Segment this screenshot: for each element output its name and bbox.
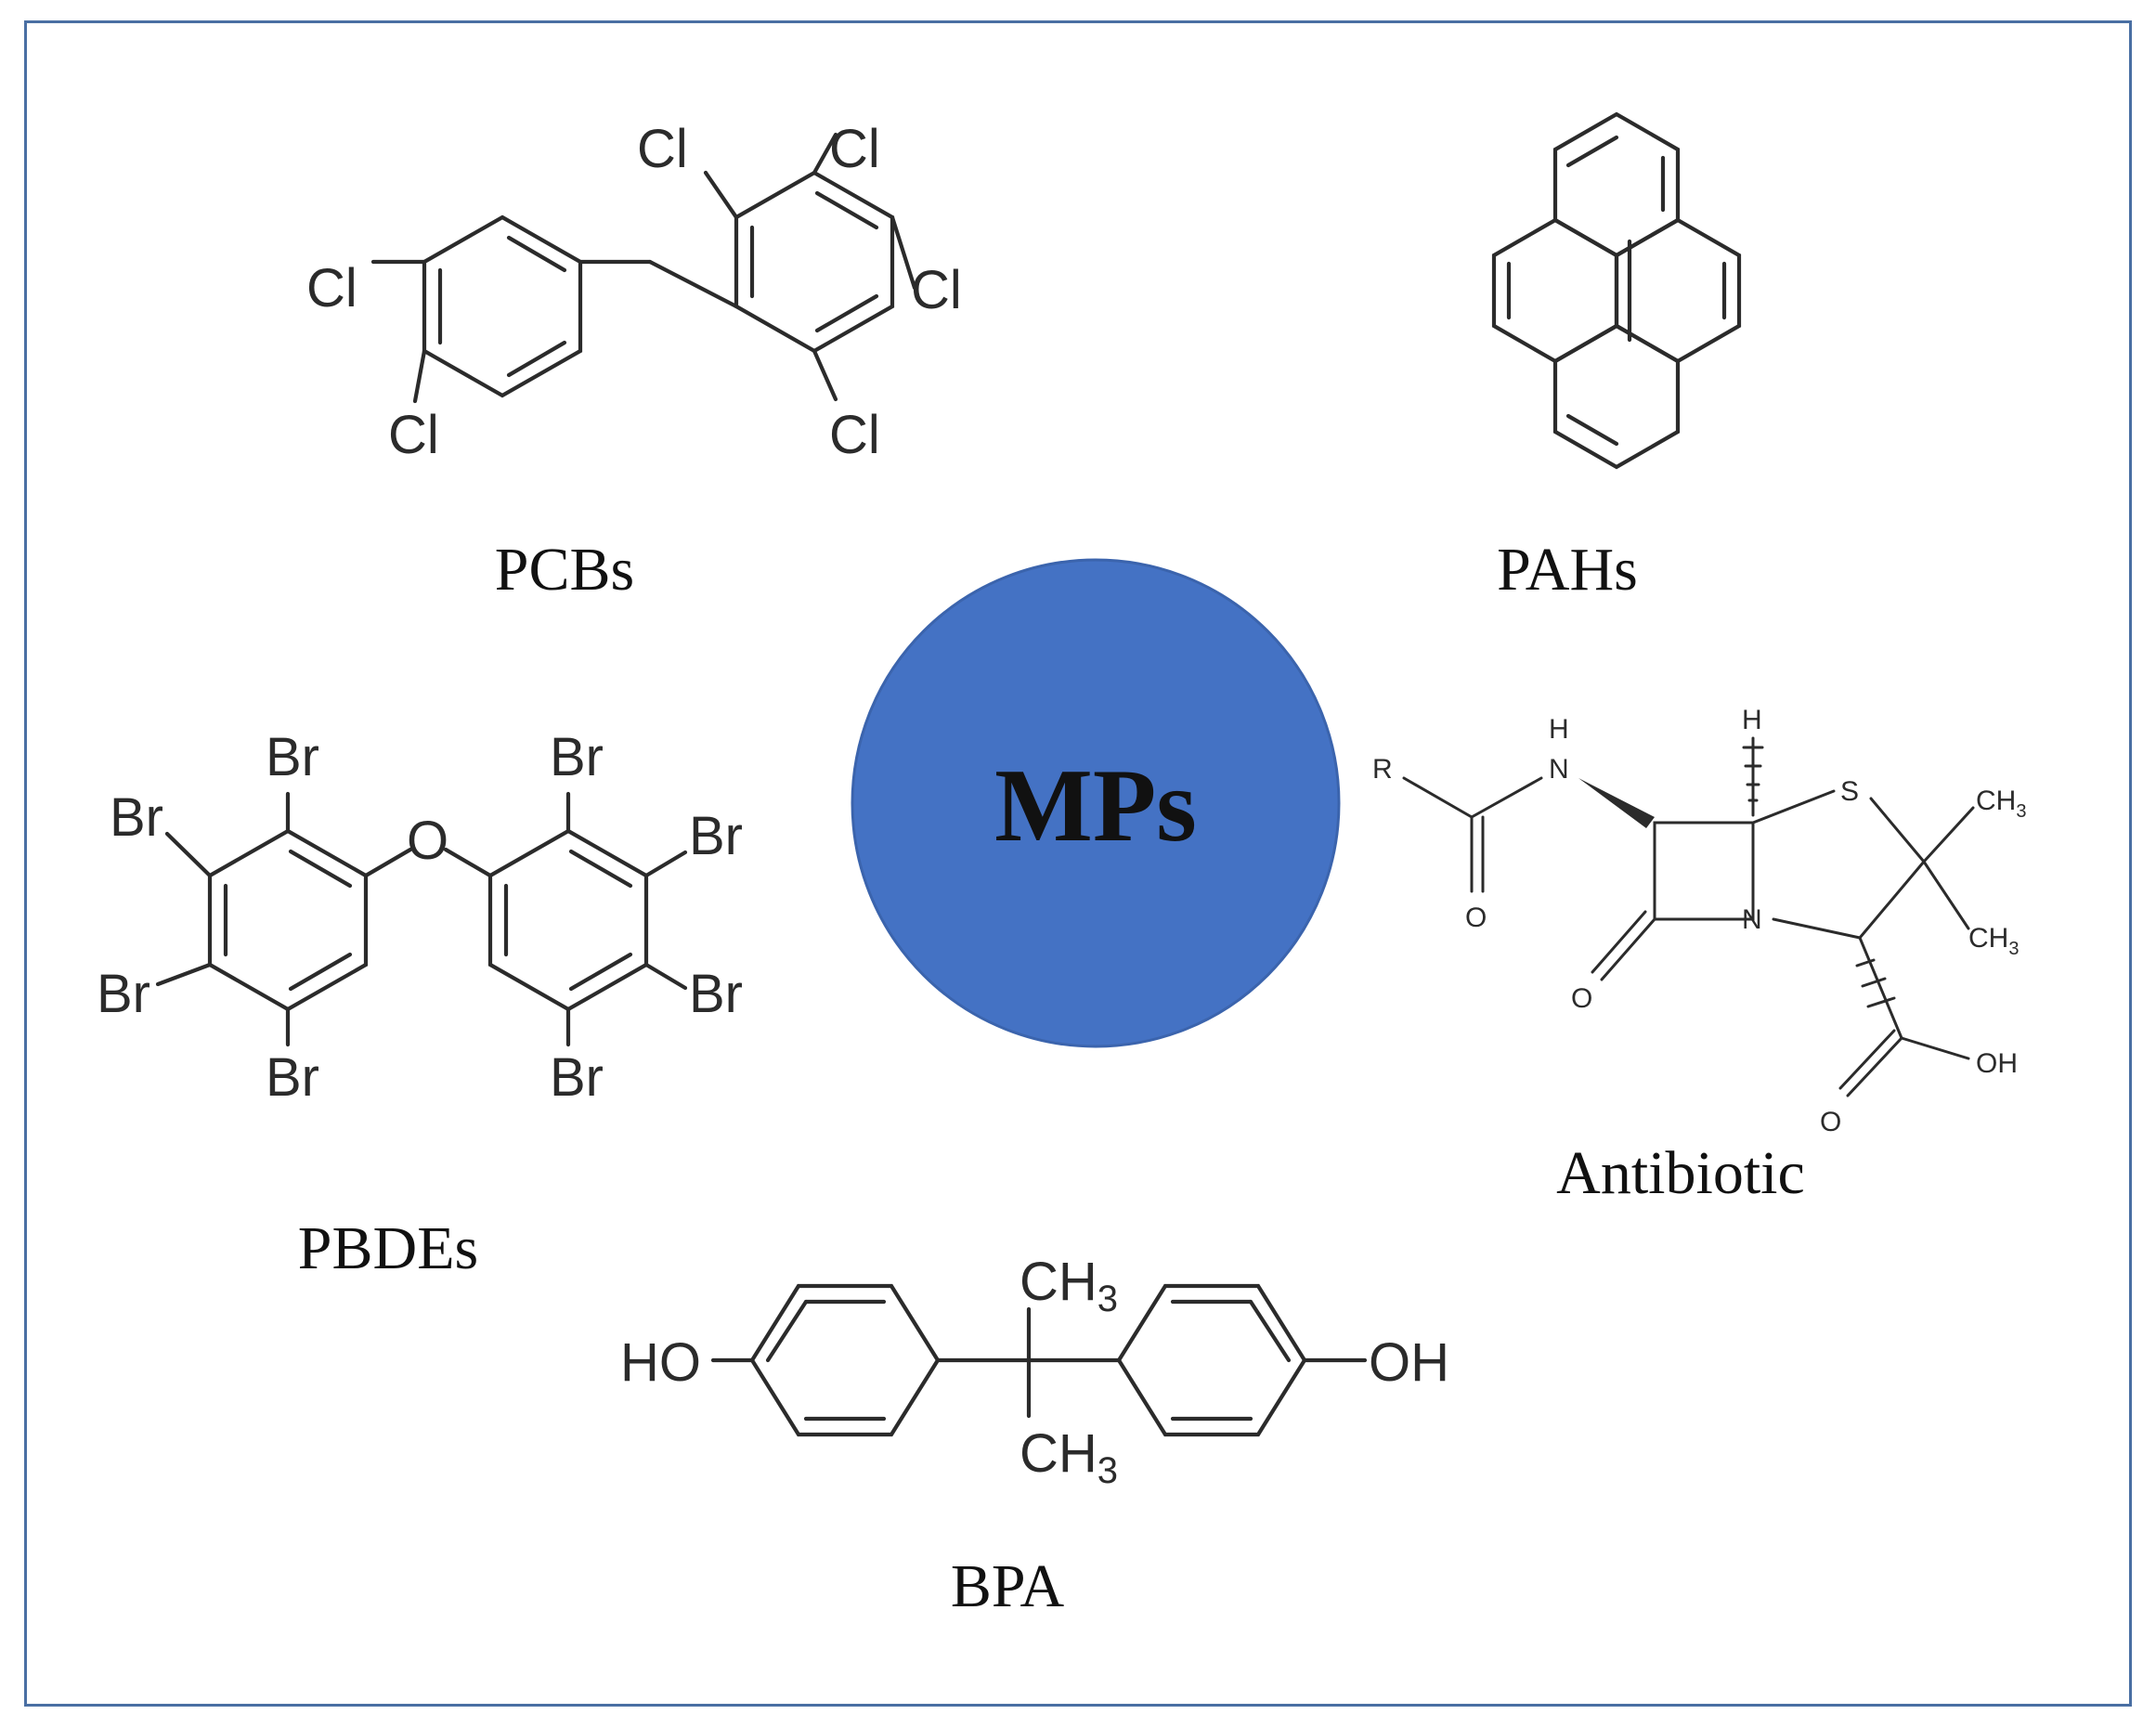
bpa-ch3-bottom: CH3 (1020, 1423, 1118, 1491)
antibiotic-ch3-a: CH3 (1976, 786, 2026, 822)
pcbs-cl-2: Cl (388, 405, 439, 465)
antibiotic-oh: OH (1976, 1048, 2018, 1079)
antibiotic-wedge (1578, 778, 1655, 828)
antibiotic-r: R (1372, 754, 1393, 785)
pbdes-br-2: Br (110, 787, 163, 848)
pcbs-cl-3: Cl (637, 119, 688, 179)
pbdes-br-7: Br (689, 964, 743, 1024)
antibiotic-ch3-b: CH3 (1968, 923, 2019, 959)
antibiotic-s: S (1840, 776, 1859, 807)
pcbs-structure: Cl Cl Cl Cl Cl Cl (306, 119, 962, 465)
pcbs-cl-6: Cl (829, 405, 880, 465)
pbdes-br-4: Br (266, 1047, 319, 1108)
bpa-ho: HO (620, 1332, 701, 1393)
bpa-oh: OH (1369, 1332, 1449, 1393)
pcbs-ring-right (734, 170, 895, 354)
pbdes-br-5: Br (550, 727, 604, 787)
bpa-label: BPA (951, 1552, 1065, 1620)
antibiotic-nh: N (1549, 754, 1569, 785)
pcbs-label: PCBs (495, 536, 634, 604)
pbdes-br-6: Br (689, 806, 743, 866)
mps-node: MPs (851, 558, 1341, 1048)
pcbs-ring-left (422, 214, 583, 398)
pbdes-br-8: Br (550, 1047, 604, 1108)
bpa-ch3-top: CH3 (1020, 1252, 1118, 1319)
pcbs-cl-4: Cl (829, 119, 880, 179)
antibiotic-o-acid: O (1820, 1107, 1841, 1137)
antibiotic-h-n: H (1549, 714, 1569, 745)
pbdes-label: PBDEs (298, 1214, 478, 1282)
mps-circle (851, 558, 1341, 1048)
pahs-label: PAHs (1497, 536, 1638, 604)
antibiotic-label: Antibiotic (1556, 1139, 1805, 1207)
antibiotic-h-top: H (1742, 705, 1762, 735)
pbdes-br-1: Br (266, 727, 319, 787)
pbdes-oxygen: O (407, 811, 448, 871)
pcbs-cl-1: Cl (306, 258, 357, 318)
figure-frame (24, 20, 2132, 1707)
pahs-structure (1491, 111, 1742, 470)
pbdes-structure: O Br Br Br Br Br Br Br Br (97, 727, 743, 1108)
antibiotic-o-lactam: O (1571, 983, 1592, 1014)
bpa-structure: HO OH CH3 CH3 (620, 1252, 1449, 1491)
antibiotic-structure: R H N H S N O O O OH CH3 CH3 (1372, 705, 2026, 1137)
antibiotic-o-amide: O (1465, 902, 1487, 933)
pbdes-br-3: Br (97, 964, 150, 1024)
antibiotic-n: N (1742, 904, 1762, 935)
pcbs-cl-5: Cl (911, 260, 962, 320)
mps-label: MPs (994, 748, 1197, 864)
